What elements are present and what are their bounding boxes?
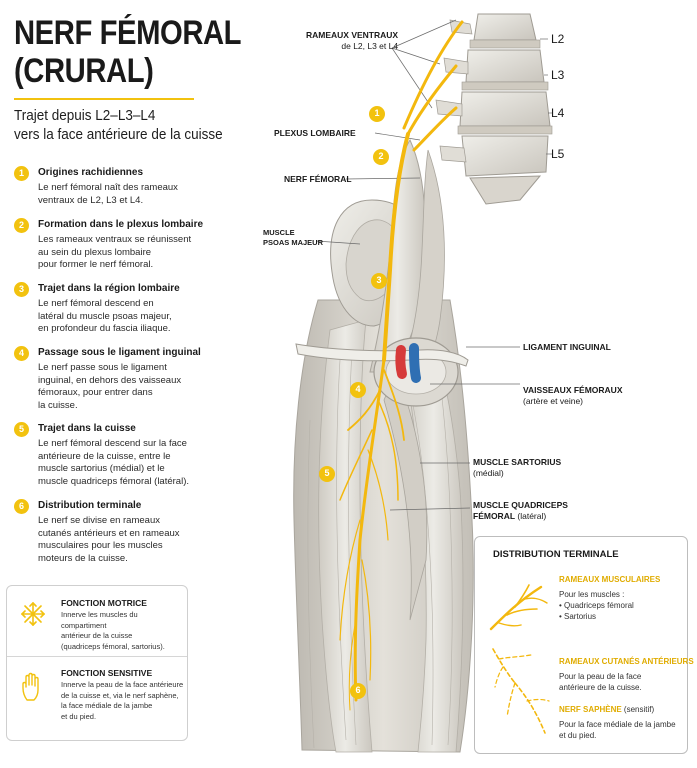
label-plexus-lombaire: PLEXUS LOMBAIRE [274, 128, 356, 138]
rameaux-cutanes-title: RAMEAUX CUTANÉS ANTÉRIEURS [559, 657, 694, 666]
distribution-title: DISTRIBUTION TERMINALE [493, 549, 619, 560]
rameaux-musculaires-icon [489, 584, 548, 631]
sartorius-muscle [383, 370, 428, 621]
nerf-saphene-title: NERF SAPHÈNE (sensitif) [559, 705, 655, 714]
marker-5: 5 [324, 468, 330, 478]
lumbar-spine [435, 13, 553, 205]
step-number: 3 [14, 282, 29, 297]
fonction-sensitive-title: FONCTION SENSITIVE [61, 668, 153, 678]
quadriceps-muscle [318, 319, 373, 753]
step-title: Formation dans le plexus lombaire [38, 219, 204, 230]
rameaux-cutanes-icon [492, 648, 550, 734]
label-nerf-femoral: NERF FÉMORAL [284, 174, 352, 184]
step-title: Distribution terminale [38, 500, 142, 511]
marker-6: 6 [355, 685, 361, 695]
label-vaisseaux-femoraux: VAISSEAUX FÉMORAUX (artère et veine) [523, 385, 623, 406]
page-title: NERF FÉMORAL (CRURAL) [14, 14, 242, 90]
rameaux-musculaires-title: RAMEAUX MUSCULAIRES [559, 575, 661, 584]
step-number: 2 [14, 218, 29, 233]
vertebra-label-l4: L4 [551, 106, 565, 120]
fonction-motrice-title: FONCTION MOTRICE [61, 598, 147, 608]
inguinal-ligament [295, 343, 469, 367]
function-box: FONCTION MOTRICE Innerve les muscles du … [6, 585, 188, 741]
title-divider [14, 98, 194, 100]
vertebra-label-l5: L5 [551, 147, 565, 161]
muscle-nerve-icon [21, 602, 45, 626]
marker-4: 4 [355, 384, 361, 394]
step-title: Origines rachidiennes [38, 167, 144, 178]
subtitle: Trajet depuis L2–L3–L4 vers la face anté… [14, 107, 223, 143]
rameaux-musculaires-text: Pour les muscles : • Quadriceps fémoral … [559, 590, 634, 621]
step-number: 5 [14, 422, 29, 437]
step-number: 1 [14, 166, 29, 181]
anatomy-step-markers [319, 106, 389, 699]
label-quadriceps: MUSCLE QUADRICEPS FÉMORAL (latéral) [473, 500, 568, 521]
vertebra-label-l2: L2 [551, 32, 565, 46]
title-line-1: NERF FÉMORAL [14, 14, 242, 52]
title-line-2: (CRURAL) [14, 52, 154, 90]
label-sartorius: MUSCLE SARTORIUS (médial) [473, 457, 562, 478]
femoral-vein [409, 343, 421, 383]
nerf-saphene-text: Pour la face médiale de la jambe et du p… [559, 720, 676, 740]
marker-2: 2 [378, 151, 384, 161]
distribution-box: DISTRIBUTION TERMINALE RAMEAUX MUSCULAIR… [474, 536, 694, 754]
step-number: 6 [14, 499, 29, 514]
label-ligament-inguinal: LIGAMENT INGUINAL [523, 342, 611, 352]
femoral-artery [395, 345, 407, 379]
step-title: Trajet dans la région lombaire [38, 283, 180, 294]
marker-3: 3 [376, 275, 382, 285]
label-rameaux-ventraux: RAMEAUX VENTRAUX de L2, L3 et L4 [306, 30, 399, 51]
marker-1: 1 [374, 108, 380, 118]
vertebra-label-l3: L3 [551, 68, 565, 82]
function-divider [7, 656, 187, 657]
step-title: Trajet dans la cuisse [38, 423, 136, 434]
step-title: Passage sous le ligament inguinal [38, 347, 201, 358]
rameaux-cutanes-text: Pour la peau de la face antérieure de la… [559, 672, 642, 692]
femoral-nerve [339, 20, 464, 711]
hand-icon [22, 672, 39, 701]
step-number: 4 [14, 346, 29, 361]
